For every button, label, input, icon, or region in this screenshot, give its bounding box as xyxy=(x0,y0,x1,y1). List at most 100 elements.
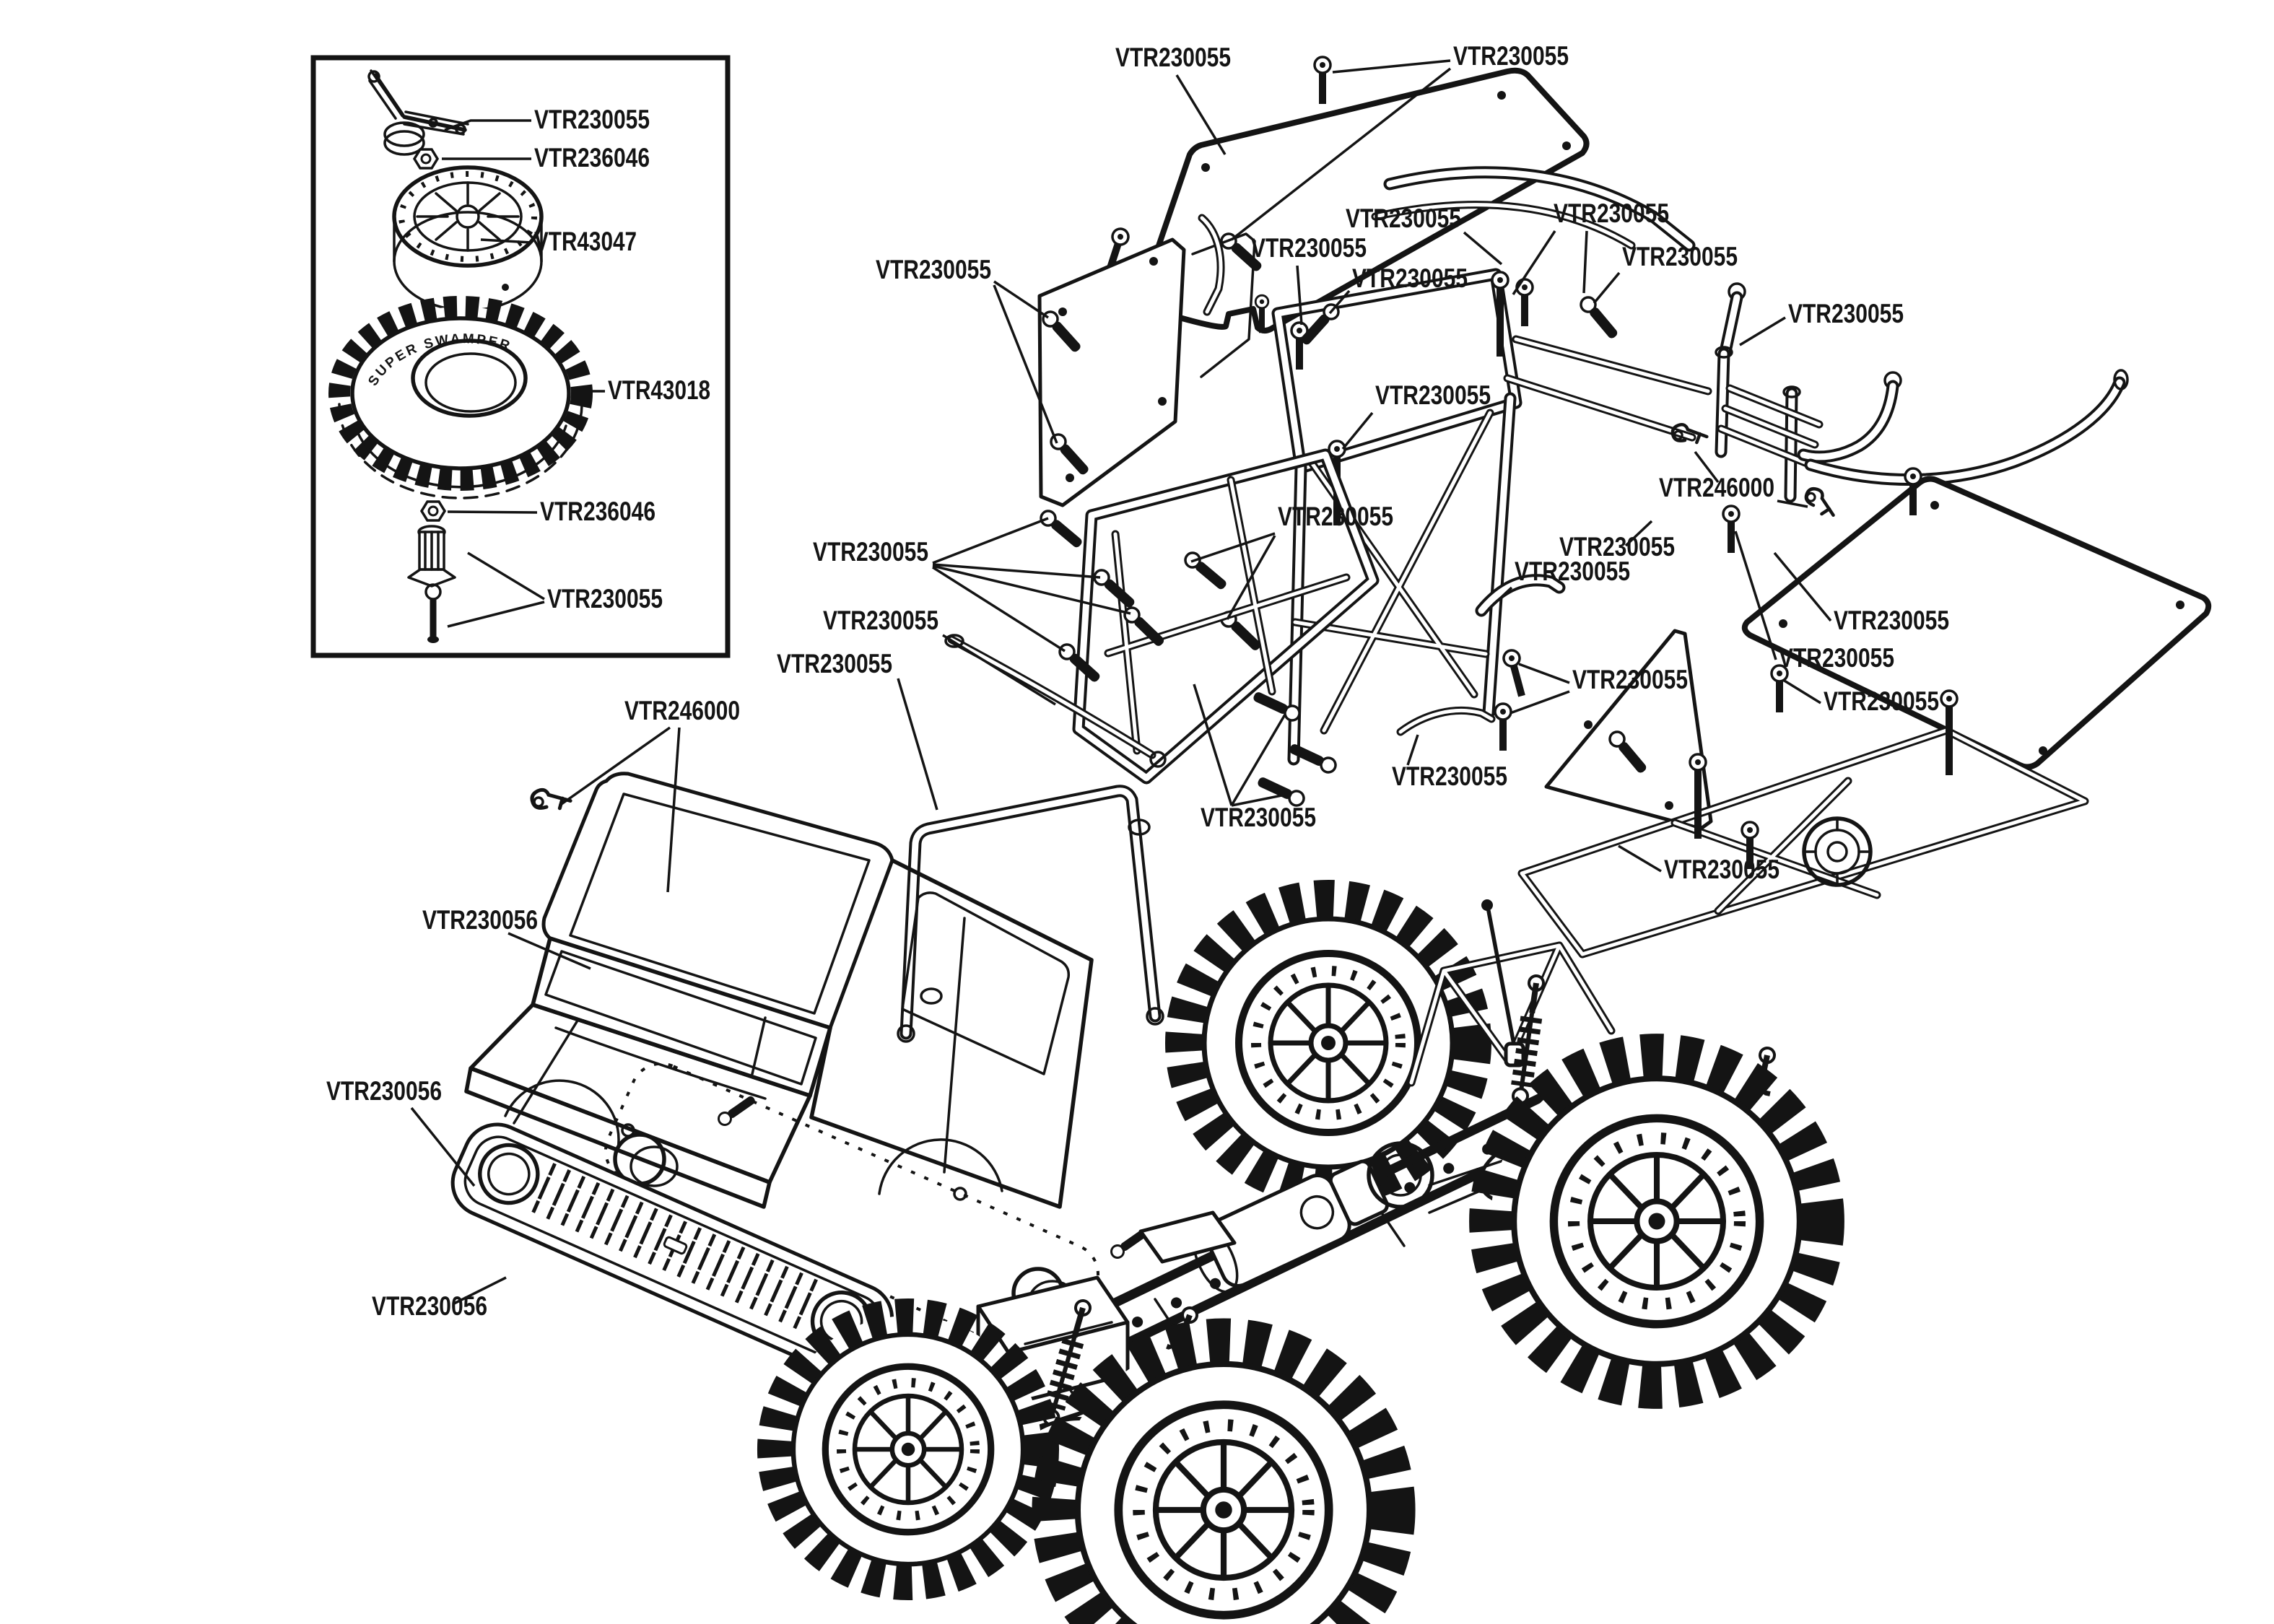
tube-core xyxy=(1398,708,1494,734)
leader-line xyxy=(447,601,545,628)
part-label-cab-body-31: VTR230056 xyxy=(422,905,538,935)
part-label-roof-panel-6: VTR230055 xyxy=(1115,43,1231,72)
leader-line xyxy=(932,517,1049,564)
part-label-bed-frame-29: VTR230055 xyxy=(1664,855,1779,884)
leader-line xyxy=(1593,271,1621,305)
leader-line xyxy=(1463,231,1503,266)
leader-line xyxy=(507,932,591,970)
part-label-rear-flat-panel-24: VTR230055 xyxy=(1834,606,1949,635)
side-panel-rear-drawing xyxy=(1495,629,1713,831)
wheel-front-right xyxy=(1054,1340,1393,1624)
tube-core xyxy=(1373,203,1634,248)
diagram-artwork: SUPER SWAMPER xyxy=(310,55,2212,1624)
tube-core xyxy=(1807,379,2123,483)
leader-line xyxy=(1230,67,1452,241)
part-label-front-cage-20: VTR230055 xyxy=(813,537,928,567)
tube-core xyxy=(1386,169,1693,249)
part-label-side-panel-rear-23: VTR230055 xyxy=(1572,665,1688,694)
part-label-wheel-assembly-inset-5: VTR230055 xyxy=(547,584,663,614)
part-label-cage-screws-28: VTR230055 xyxy=(1201,803,1316,832)
rear-rack-drawing xyxy=(1715,282,2129,503)
chassis-drawing xyxy=(775,899,1823,1624)
leader-line xyxy=(558,726,671,807)
tube-core xyxy=(949,637,1154,757)
leader-line xyxy=(1694,450,1720,484)
leader-lines-layer xyxy=(410,59,1832,1305)
part-label-windshield-bar-21: VTR230055 xyxy=(823,606,938,635)
part-label-wheel-assembly-inset-3: VTR43018 xyxy=(608,375,710,405)
grille-drawing xyxy=(450,1122,894,1379)
hex-adapter-drawing xyxy=(407,525,456,588)
part-label-rear-flat-panel-25: VTR230055 xyxy=(1779,643,1894,673)
leader-line xyxy=(444,119,531,131)
leader-line xyxy=(932,564,1131,615)
leader-line xyxy=(1734,531,1777,660)
part-label-cage-screws-16: VTR230055 xyxy=(1278,502,1393,531)
leader-line xyxy=(1582,230,1588,294)
inset-box: SUPER SWAMPER xyxy=(310,55,731,658)
leader-line xyxy=(1328,289,1351,315)
leader-line xyxy=(1487,586,1513,611)
leader-line xyxy=(410,1106,476,1187)
leader-line xyxy=(1230,714,1286,806)
leader-line xyxy=(897,678,938,811)
part-label-cage-screws-10: VTR230055 xyxy=(1346,204,1461,233)
tube-core xyxy=(1478,577,1563,614)
part-label-wheel-assembly-inset-4: VTR236046 xyxy=(540,497,655,526)
motor-transmission xyxy=(1193,1141,1434,1293)
part-label-wheel-assembly-inset-0: VTR230055 xyxy=(534,105,650,134)
leader-line xyxy=(1739,316,1786,346)
leader-line xyxy=(1782,678,1821,704)
part-label-cage-screws-12: VTR230055 xyxy=(1554,198,1669,228)
part-label-wheel-assembly-inset-2: VTR43047 xyxy=(534,227,637,256)
leader-line xyxy=(1777,499,1808,508)
front-cage-drawing xyxy=(1037,448,1380,785)
part-label-side-panel-8: VTR230055 xyxy=(876,255,991,284)
part-label-windshield-frame-22: VTR230055 xyxy=(777,649,892,678)
part-label-cage-screws-9: VTR230055 xyxy=(1251,233,1367,263)
wheel-nut-drawing xyxy=(413,148,439,170)
side-panel-drawing xyxy=(1037,214,1256,507)
part-label-rear-flat-panel-26: VTR230055 xyxy=(1824,686,1939,716)
tube-core xyxy=(1075,451,1377,782)
leader-line xyxy=(932,563,1101,579)
tire-drawing: SUPER SWAMPER xyxy=(328,296,593,499)
tube-core xyxy=(1200,216,1223,314)
cab-body-drawing xyxy=(464,772,1094,1209)
windshield-bar-drawing xyxy=(944,634,1167,768)
leader-line xyxy=(942,634,1056,706)
tube-core xyxy=(1719,386,1821,467)
leader-line xyxy=(932,566,1066,652)
part-label-body-clips-30: VTR246000 xyxy=(624,696,740,725)
part-label-bent-tube-18: VTR230055 xyxy=(1515,556,1630,586)
leader-line xyxy=(666,727,681,893)
leader-line xyxy=(1296,265,1303,326)
leader-line xyxy=(1341,411,1374,450)
leader-line xyxy=(1512,230,1556,295)
axle-screw-drawing xyxy=(424,583,442,643)
leader-line xyxy=(993,280,1049,319)
leader-line xyxy=(1406,734,1419,766)
part-label-cage-screws-15: VTR230055 xyxy=(1375,380,1491,410)
leader-line xyxy=(1190,532,1276,563)
part-labels-layer: VTR230055VTR236046VTR43047VTR43018VTR236… xyxy=(326,41,1949,1321)
tube-core xyxy=(1505,337,1710,440)
part-label-wheel-assembly-inset-1: VTR236046 xyxy=(534,143,650,173)
bent-tube-drawing xyxy=(1396,574,1566,736)
upper-cage-rails-drawing xyxy=(1371,166,1696,252)
tire-nut-drawing xyxy=(420,500,446,522)
part-label-body-clips-19: VTR246000 xyxy=(1659,473,1774,502)
roof-panel-drawing xyxy=(1101,57,1590,333)
leader-line xyxy=(1624,520,1653,547)
leader-line xyxy=(1510,690,1570,715)
wheel-front-left xyxy=(775,1316,1042,1583)
windshield-frame-drawing xyxy=(897,785,1164,1043)
leader-line xyxy=(993,284,1058,444)
part-label-roof-panel-7: VTR230055 xyxy=(1453,41,1569,71)
leader-line xyxy=(480,238,532,244)
wheel-rear-right xyxy=(1491,1055,1823,1387)
esc-box xyxy=(1138,1210,1237,1264)
leader-line xyxy=(1518,663,1570,684)
part-label-grille-32: VTR230056 xyxy=(326,1076,442,1106)
part-label-rear-rack-14: VTR230055 xyxy=(1788,299,1904,328)
